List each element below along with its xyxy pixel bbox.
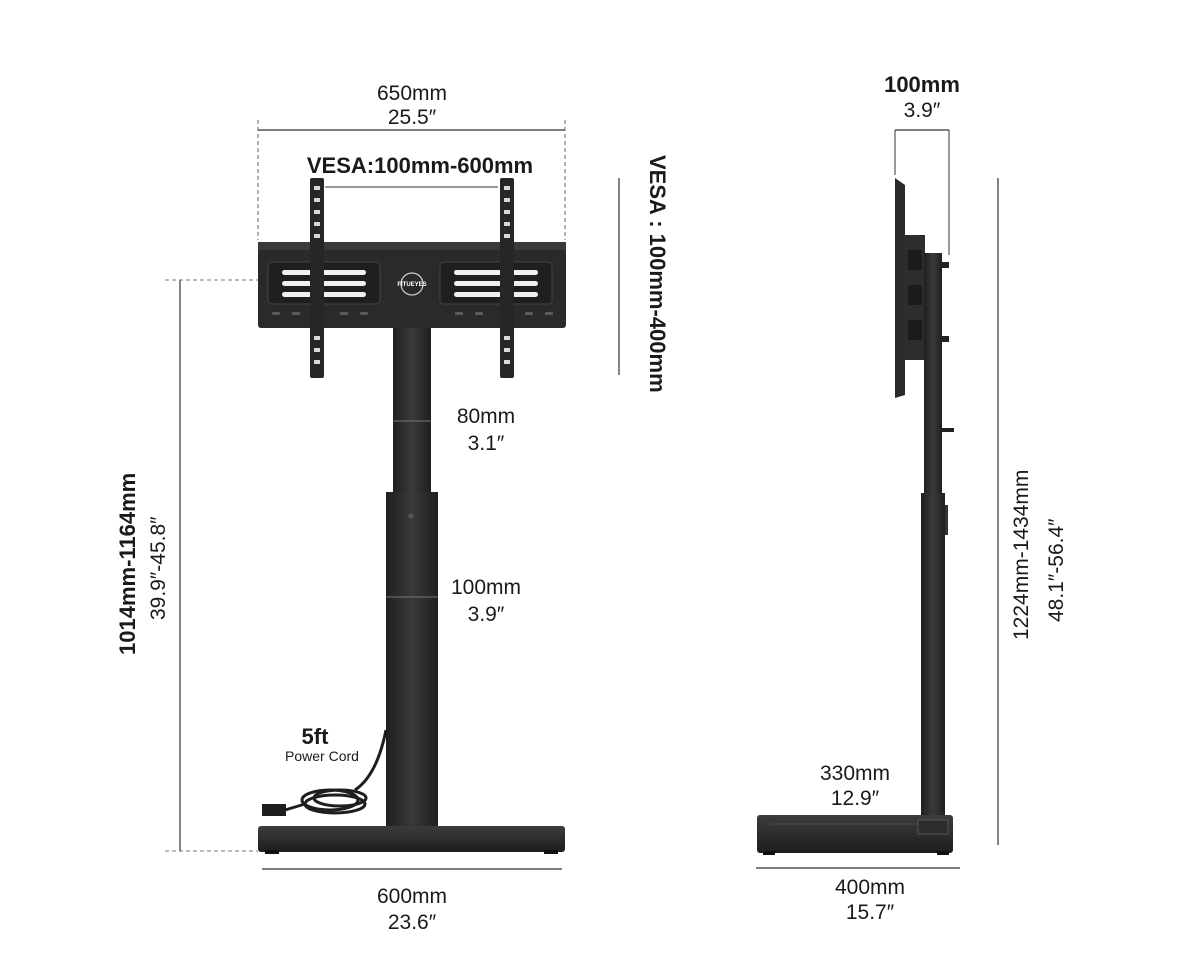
vesa-vertical-dimension: VESA : 100mm-400mm [618, 155, 670, 393]
front-view: 650mm 25.5″ VESA:100mm-600mm VESA : 100m… [115, 82, 670, 934]
side-depth-dimension: 100mm 3.9″ [884, 72, 960, 255]
cord-label: Power Cord [285, 748, 359, 764]
pole-offset-in: 12.9″ [831, 787, 880, 810]
power-cord-icon [262, 729, 388, 816]
side-base-mm: 400mm [835, 876, 905, 899]
lower-adjust-mm: 100mm [451, 576, 521, 599]
side-height-dimension: 1224mm-1434mm 48.1″-56.4″ [997, 178, 1068, 845]
side-height-mm: 1224mm-1434mm [1010, 470, 1033, 640]
side-upper-pole [924, 253, 942, 493]
cord-length: 5ft [302, 724, 330, 749]
front-base-width-dimension: 600mm 23.6″ [262, 868, 562, 934]
front-base [258, 826, 565, 852]
vesa-vertical-label: VESA : 100mm-400mm [645, 155, 670, 393]
front-base-mm: 600mm [377, 885, 447, 908]
pole-offset-mm: 330mm [820, 762, 890, 785]
side-view: 100mm 3.9″ 330mm 12.9″ [756, 72, 1068, 924]
front-base-in: 23.6″ [388, 911, 437, 934]
side-height-in: 48.1″-56.4″ [1045, 518, 1068, 622]
mounting-plate: FITUEYES [258, 242, 566, 328]
lower-pole [386, 492, 438, 827]
top-width-mm: 650mm [377, 82, 447, 105]
svg-text:FITUEYES: FITUEYES [397, 282, 426, 288]
side-lower-pole [921, 493, 945, 828]
lower-adjust-in: 3.9″ [468, 603, 505, 626]
top-width-dimension: 650mm 25.5″ [257, 82, 566, 240]
front-height-dimension: 1014mm-1164mm 39.9″-45.8″ [115, 279, 258, 852]
vesa-arm-left [310, 178, 324, 378]
upper-adjust-in: 3.1″ [468, 432, 505, 455]
front-height-mm: 1014mm-1164mm [115, 473, 140, 655]
top-width-in: 25.5″ [388, 106, 437, 129]
side-depth-in: 3.9″ [904, 99, 941, 122]
front-height-in: 39.9″-45.8″ [147, 516, 170, 620]
vesa-arm-right [500, 178, 514, 378]
side-depth-mm: 100mm [884, 72, 960, 97]
vesa-horizontal-label: VESA:100mm-600mm [307, 153, 533, 178]
side-base-in: 15.7″ [846, 901, 895, 924]
side-mount-bracket [895, 178, 949, 398]
side-base-depth-dimension: 400mm 15.7″ [756, 867, 960, 924]
upper-adjust-mm: 80mm [457, 405, 515, 428]
brand-logo-icon [400, 272, 424, 296]
upper-pole [393, 328, 431, 496]
